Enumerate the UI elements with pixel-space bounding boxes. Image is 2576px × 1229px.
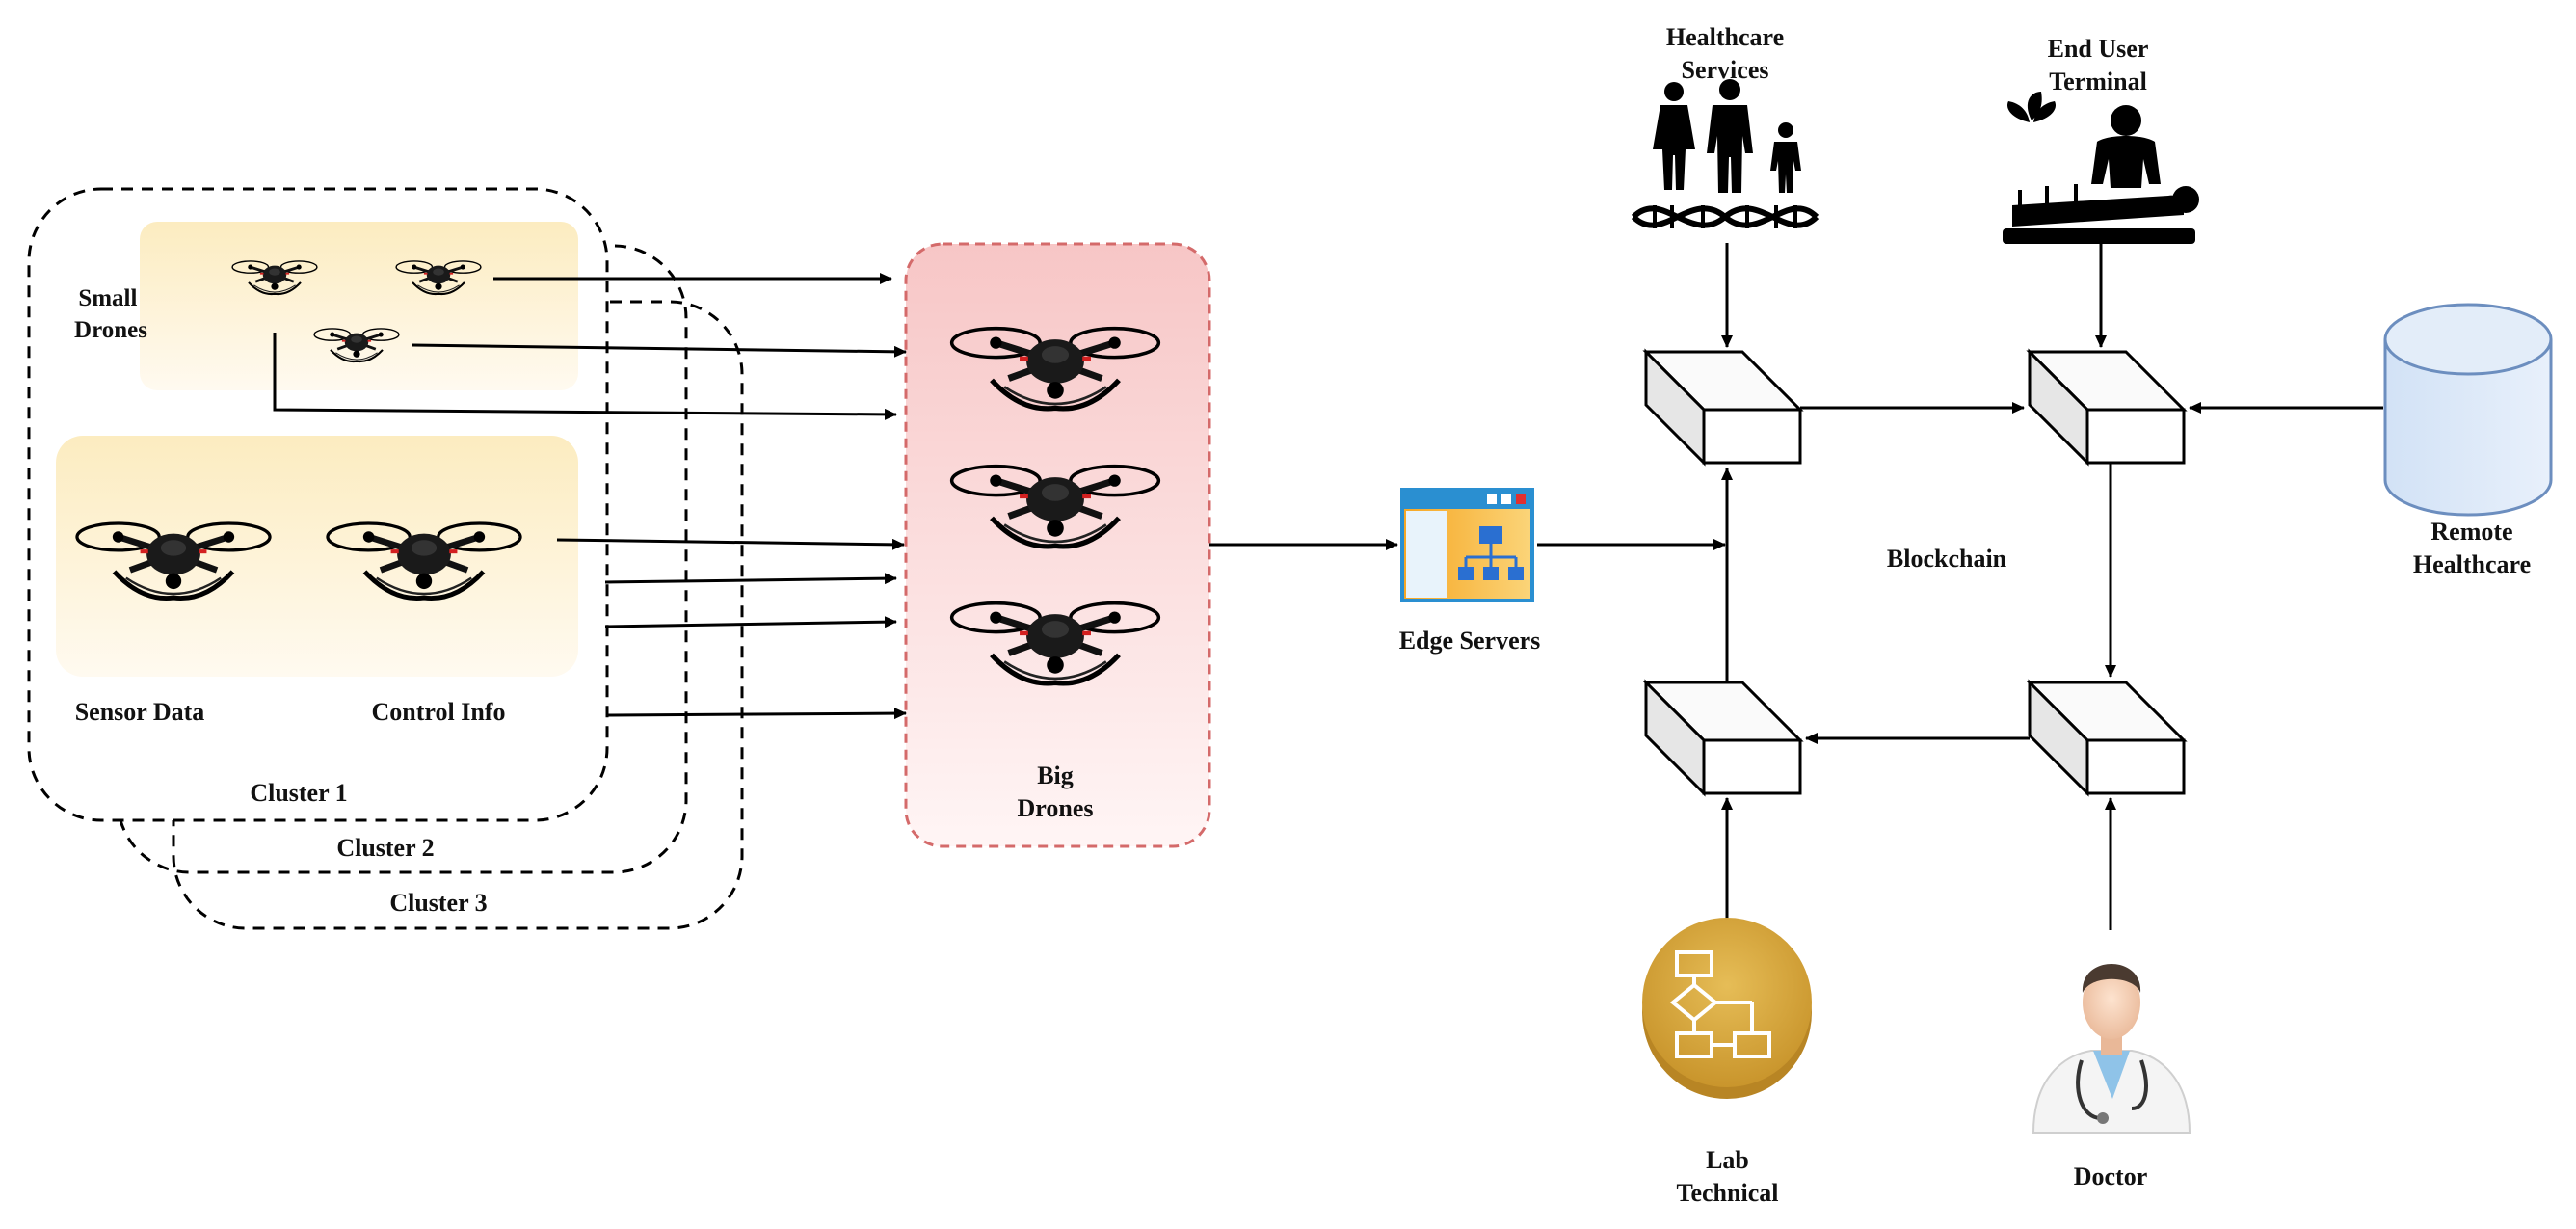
- end-user-terminal-label: End User Terminal: [2047, 35, 2149, 95]
- flowchart-circle-icon: [1642, 918, 1812, 1099]
- block-cube-icon: [1644, 350, 1802, 465]
- doctor-label: Doctor: [2073, 1162, 2148, 1190]
- small-drones-panel: [140, 222, 578, 390]
- big-drones-label: Big Drones: [1017, 761, 1094, 822]
- drone-link-arrows: [273, 273, 1726, 720]
- remote-healthcare-label: Remote Healthcare: [2412, 518, 2532, 578]
- family-dna-icon: [1631, 79, 1819, 228]
- cluster-2-label: Cluster 2: [336, 834, 435, 862]
- lab-technical-label: Lab Technical: [1676, 1146, 1779, 1207]
- blockchain-label: Blockchain: [1886, 545, 2007, 573]
- massage-therapy-icon: [2003, 92, 2199, 244]
- small-drones-label: Small Drones: [74, 285, 147, 343]
- small-drones-label-line2: Drones: [74, 317, 147, 343]
- network-window-icon: [1400, 488, 1534, 602]
- block-cube-icon: [2028, 350, 2186, 465]
- doctor-avatar-icon: [2032, 964, 2191, 1134]
- healthcare-services-label: Healthcare Services: [1665, 23, 1785, 84]
- large-drones-panel: [56, 436, 578, 677]
- database-cylinder-icon: [2383, 303, 2553, 517]
- control-info-label: Control Info: [371, 698, 506, 726]
- cluster-1-label: Cluster 1: [250, 779, 348, 807]
- block-cube-icon: [1644, 681, 1802, 795]
- edge-servers-label: Edge Servers: [1398, 627, 1541, 655]
- cluster-3-label: Cluster 3: [389, 889, 488, 917]
- sensor-data-label: Sensor Data: [74, 698, 205, 726]
- blockchain-arrows: [1721, 243, 2383, 930]
- small-drones-label-line1: Small: [78, 285, 137, 311]
- block-cube-icon: [2028, 681, 2186, 795]
